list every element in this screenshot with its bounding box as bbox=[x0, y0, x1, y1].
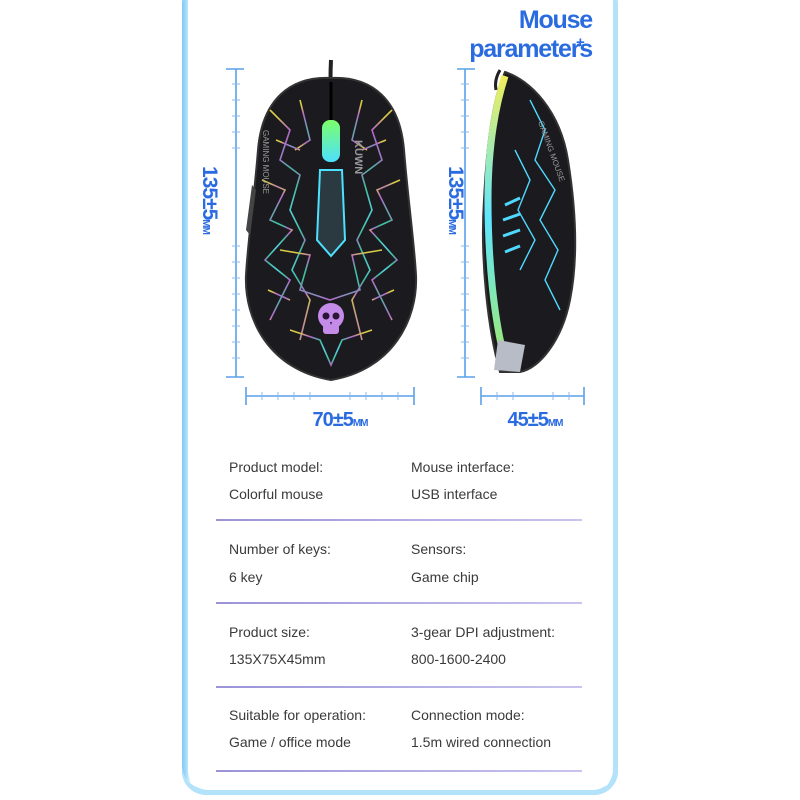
spec-label-number-of-keys: Number of keys: bbox=[229, 541, 331, 557]
scroll-wheel bbox=[322, 120, 340, 162]
spec-value-product-model: Colorful mouse bbox=[229, 486, 324, 502]
page-title: Mouse parameters bbox=[469, 6, 593, 63]
width-label: 70±5MM bbox=[312, 409, 368, 431]
spec-label-suitable-operation: Suitable for operation: bbox=[229, 707, 366, 723]
skull-logo bbox=[318, 303, 344, 334]
spec-value-dpi: 800-1600-2400 bbox=[411, 651, 506, 667]
divider bbox=[216, 686, 582, 688]
spec-value-number-of-keys: 6 key bbox=[229, 569, 263, 585]
spec-label-dpi: 3-gear DPI adjustment: bbox=[411, 624, 555, 640]
spec-value-product-size: 135X75X45mm bbox=[229, 651, 326, 667]
mouse-brand-text: KUWN bbox=[352, 140, 364, 174]
divider bbox=[216, 519, 582, 521]
divider bbox=[216, 602, 582, 604]
mouse-subtitle-text: GAMING MOUSE bbox=[261, 130, 270, 194]
depth-label: 45±5MM bbox=[507, 409, 563, 431]
divider bbox=[216, 770, 582, 772]
plus-mark: + bbox=[576, 34, 585, 51]
spec-label-sensors: Sensors: bbox=[411, 541, 467, 557]
spec-label-product-size: Product size: bbox=[229, 624, 310, 640]
spec-label-connection-mode: Connection mode: bbox=[411, 707, 525, 723]
spec-value-suitable-operation: Game / office mode bbox=[229, 734, 351, 750]
spec-label-mouse-interface: Mouse interface: bbox=[411, 459, 515, 475]
spec-value-sensors: Game chip bbox=[411, 569, 479, 585]
spec-value-connection-mode: 1.5m wired connection bbox=[411, 734, 552, 750]
spec-label-product-model: Product model: bbox=[229, 459, 324, 475]
spec-value-mouse-interface: USB interface bbox=[411, 486, 498, 502]
